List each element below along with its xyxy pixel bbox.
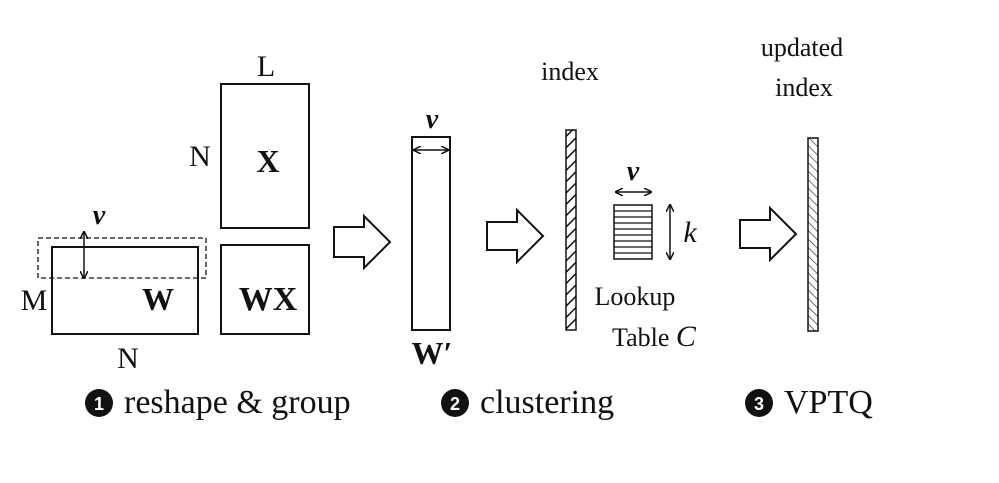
step-3-badge bbox=[745, 389, 773, 417]
step-1-badge bbox=[85, 389, 113, 417]
step-2: 2 clustering bbox=[441, 384, 614, 421]
step-1: 1 reshape & group bbox=[85, 384, 351, 421]
updated-index-column bbox=[807, 137, 819, 332]
wx-matrix-label: WX bbox=[239, 281, 298, 318]
lookup-table bbox=[613, 204, 653, 260]
step-3-number: 3 bbox=[754, 394, 764, 414]
updated-index-line2: index bbox=[775, 73, 833, 102]
step-1-number: 1 bbox=[94, 394, 104, 414]
w-matrix-label: W bbox=[142, 281, 174, 317]
step-3: 3 VPTQ bbox=[745, 384, 873, 421]
step-1-label: reshape & group bbox=[124, 384, 351, 421]
updated-index-line1: updated bbox=[761, 33, 843, 62]
block-arrow-1 bbox=[333, 213, 392, 271]
step-2-badge bbox=[441, 389, 469, 417]
x-side-dim: N bbox=[189, 140, 211, 173]
step-2-number: 2 bbox=[450, 394, 460, 414]
x-top-dim: L bbox=[257, 50, 275, 83]
wprime-matrix bbox=[411, 136, 451, 331]
block-arrow-3 bbox=[739, 205, 798, 263]
x-matrix bbox=[220, 83, 310, 229]
step-3-label: VPTQ bbox=[784, 384, 873, 421]
block-arrow-2 bbox=[486, 207, 545, 265]
w-side-dim: M bbox=[21, 284, 48, 317]
index-label: index bbox=[541, 57, 599, 86]
group-highlight bbox=[37, 237, 207, 279]
lookup-label-line1: Lookup bbox=[595, 282, 676, 311]
w-matrix bbox=[51, 246, 199, 335]
step-2-label: clustering bbox=[480, 384, 614, 421]
lookup-label-line2: Table C bbox=[612, 320, 697, 353]
w-bottom-dim: N bbox=[117, 342, 139, 375]
lookup-width-dim: v bbox=[627, 156, 640, 187]
wprime-label: W′ bbox=[412, 335, 453, 371]
w-group-dim: v bbox=[93, 200, 106, 231]
index-column bbox=[565, 129, 577, 331]
wx-matrix bbox=[220, 244, 310, 335]
x-matrix-label: X bbox=[256, 143, 279, 179]
lookup-height-dim: k bbox=[683, 216, 697, 249]
wprime-width-dim: v bbox=[426, 104, 439, 135]
lookup-table-rows bbox=[614, 210, 652, 254]
